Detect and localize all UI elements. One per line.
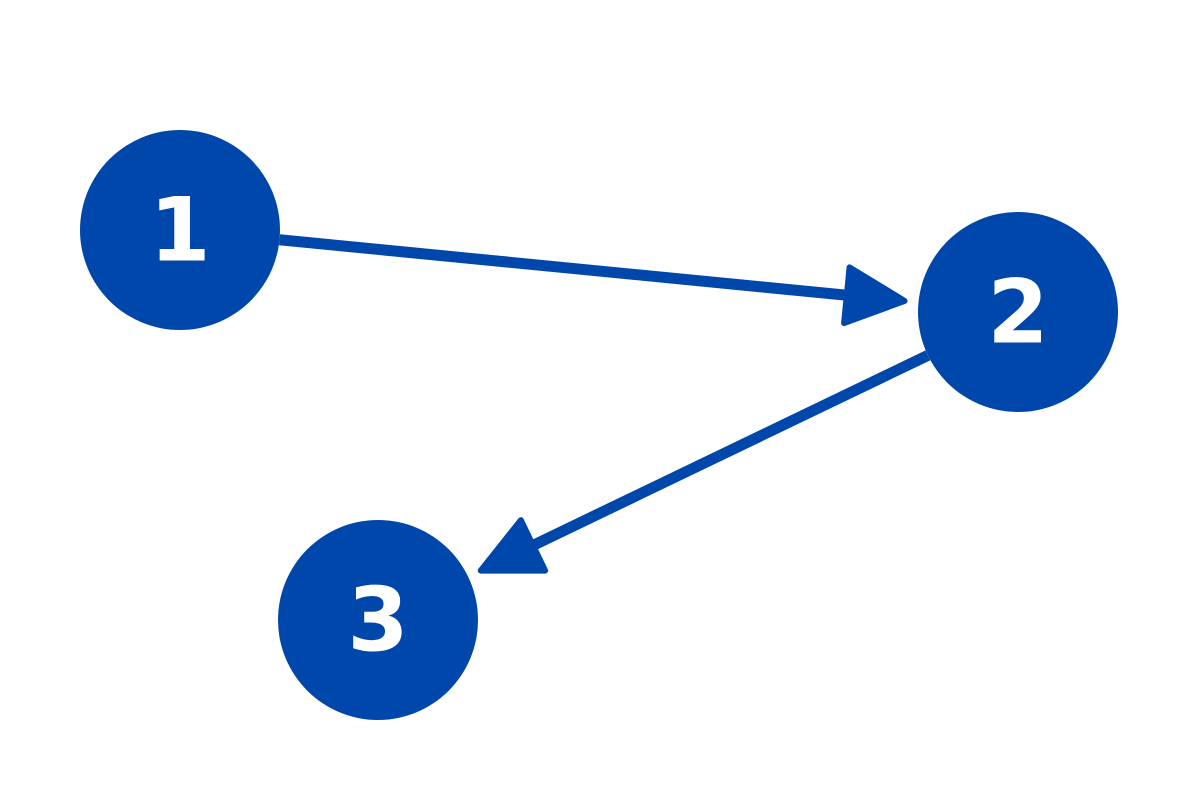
node-circle — [278, 520, 478, 720]
arrowhead-icon — [841, 264, 908, 327]
node-circle — [80, 130, 280, 330]
node-label: 3 — [347, 569, 408, 672]
edge-line — [526, 350, 931, 553]
node-n1: 1 — [80, 130, 280, 330]
edge-line — [278, 234, 852, 302]
arrowhead-icon — [477, 517, 549, 574]
node-circle — [918, 212, 1118, 412]
edge-arrow — [477, 350, 931, 574]
node-n3: 3 — [278, 520, 478, 720]
node-n2: 2 — [918, 212, 1118, 412]
node-label: 1 — [149, 179, 210, 282]
node-label: 2 — [987, 261, 1048, 364]
nodes-layer: 1 2 3 — [80, 130, 1118, 720]
edges-layer — [278, 234, 931, 574]
edge-arrow — [278, 234, 908, 327]
